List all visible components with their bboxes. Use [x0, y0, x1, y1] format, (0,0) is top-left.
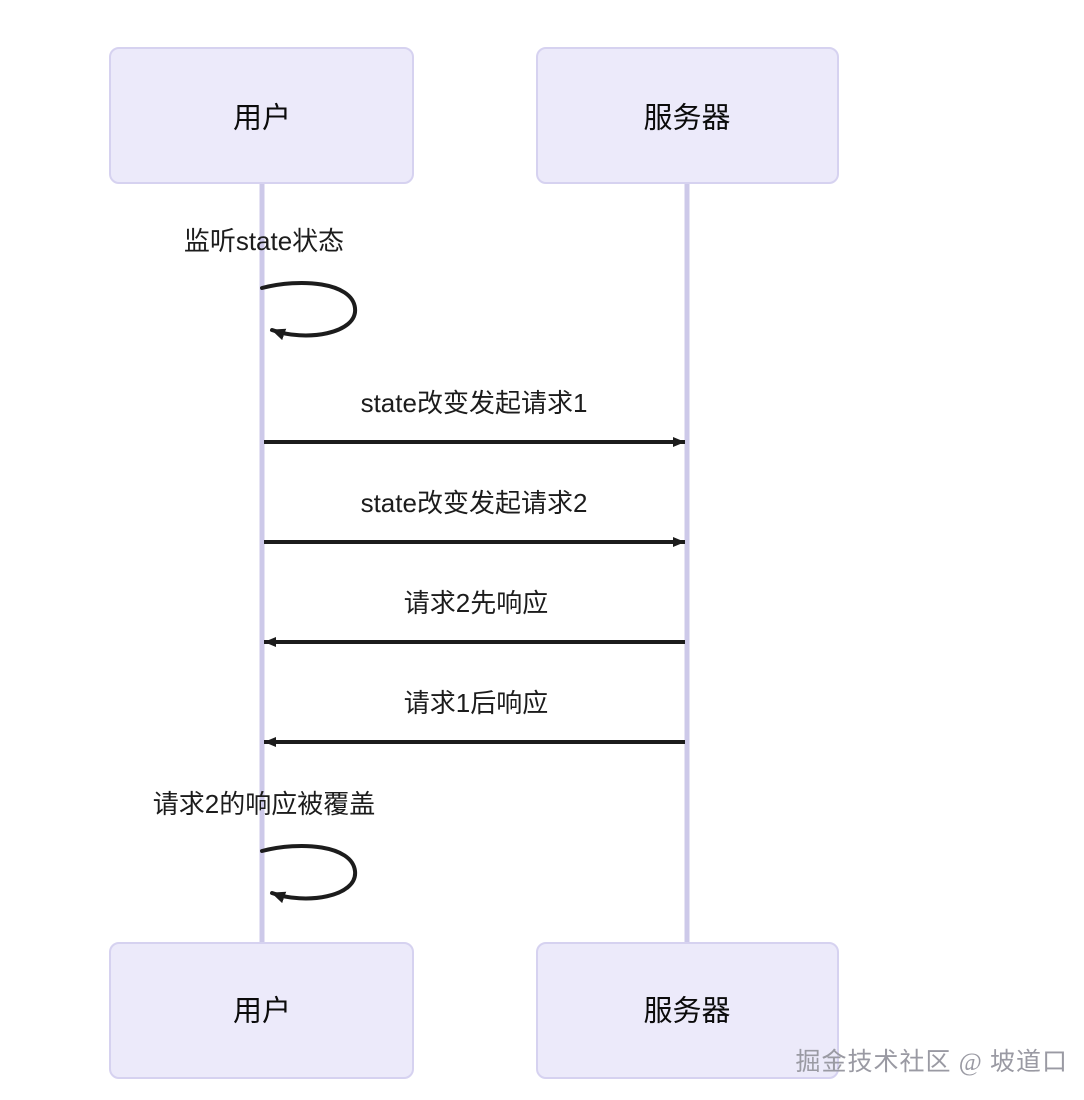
self-message-response-overwritten-arrow — [260, 844, 358, 904]
message-request-1-label: state改变发起请求1 — [361, 388, 588, 418]
actor-label-user-bottom: 用户 — [233, 995, 291, 1028]
message-response-1-later[interactable]: 请求1后响应 — [264, 688, 685, 747]
watermark-text: 掘金技术社区 @ 坡道口 — [795, 1048, 1068, 1076]
actor-box-user-bottom-rect[interactable] — [109, 942, 414, 1079]
actor-box-user-top-rect[interactable] — [109, 47, 414, 184]
actor-box-server-top[interactable]: 服务器 — [536, 47, 839, 184]
self-message-response-overwritten-label: 请求2的响应被覆盖 — [153, 789, 375, 819]
actor-box-user-bottom[interactable]: 用户 — [109, 942, 414, 1079]
actor-box-server-bottom[interactable]: 服务器 — [536, 942, 839, 1079]
actor-label-user-top: 用户 — [233, 102, 291, 135]
message-response-1-later-label: 请求1后响应 — [404, 688, 548, 718]
self-message-response-overwritten[interactable]: 请求2的响应被覆盖 — [153, 789, 375, 904]
message-request-1[interactable]: state改变发起请求1 — [264, 388, 685, 447]
actor-label-server-bottom: 服务器 — [643, 995, 730, 1028]
actor-label-server-top: 服务器 — [643, 102, 730, 135]
actor-box-user-top[interactable]: 用户 — [109, 47, 414, 184]
actor-box-server-bottom-rect[interactable] — [536, 942, 839, 1079]
message-response-2-first-label: 请求2先响应 — [404, 588, 548, 618]
lifelines — [259, 183, 690, 945]
message-request-2-label: state改变发起请求2 — [361, 488, 588, 518]
self-message-listen-state-arrow — [260, 281, 358, 341]
message-request-2[interactable]: state改变发起请求2 — [264, 488, 685, 547]
actor-box-server-top-rect[interactable] — [536, 47, 839, 184]
self-message-listen-state-label: 监听state状态 — [184, 226, 344, 256]
message-response-2-first[interactable]: 请求2先响应 — [264, 588, 685, 647]
self-message-listen-state[interactable]: 监听state状态 — [184, 226, 358, 341]
